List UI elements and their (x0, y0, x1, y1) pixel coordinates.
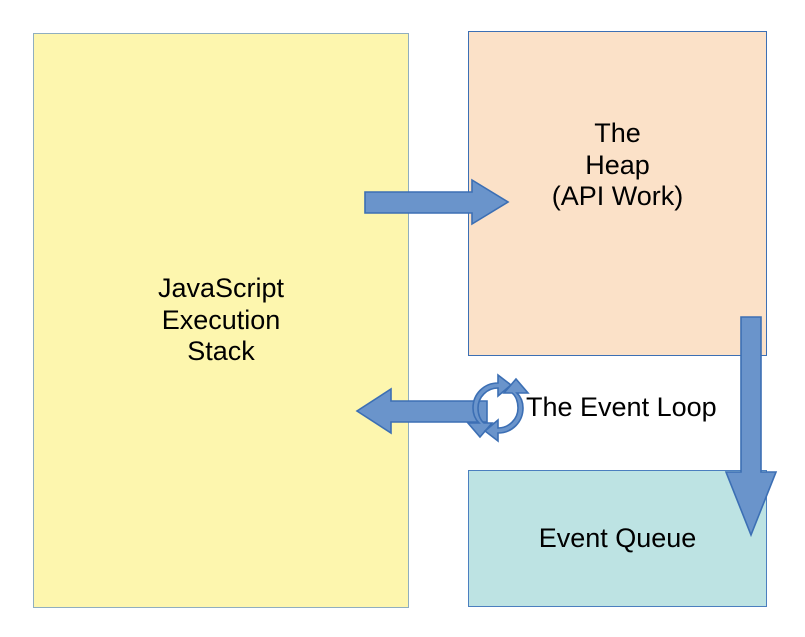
arrow-left-shape (355, 387, 488, 435)
arrow-right-shape (364, 178, 510, 226)
circular-arrow-upper (483, 377, 530, 443)
event-loop-label: The Event Loop (526, 392, 717, 422)
node-event-queue[interactable]: Event Queue (468, 470, 767, 607)
node-js-execution-stack[interactable]: JavaScript Execution Stack (33, 33, 409, 608)
circular-arrows-icon[interactable] (466, 373, 530, 443)
arrow-left-icon (355, 387, 488, 435)
node-js-execution-stack-label: JavaScript Execution Stack (157, 272, 285, 367)
node-heap-label: The Heap (API Work) (551, 117, 684, 212)
arrow-right-icon (364, 178, 510, 226)
circular-arrow-lower (466, 373, 513, 439)
node-heap[interactable]: The Heap (API Work) (468, 31, 767, 356)
arrow-down-icon (724, 316, 778, 538)
arrow-down-shape (724, 316, 778, 538)
node-event-queue-label: Event Queue (538, 522, 697, 553)
